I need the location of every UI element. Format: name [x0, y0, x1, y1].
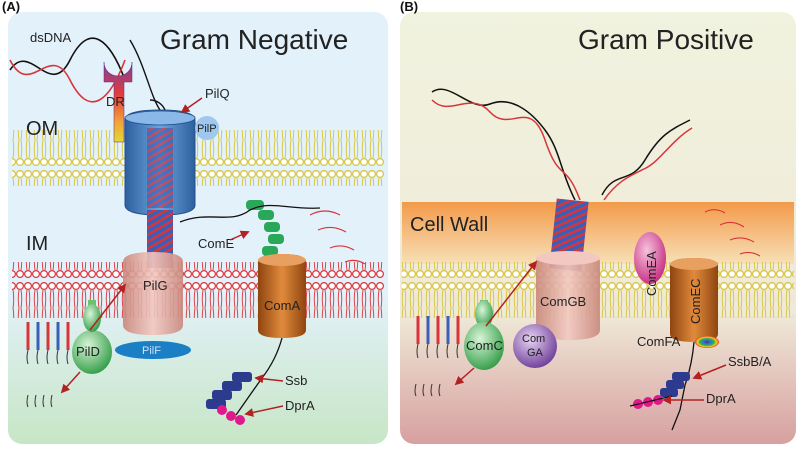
comec-channel — [670, 258, 718, 342]
dr-label: DR — [106, 94, 125, 109]
pilp-protein — [195, 116, 219, 140]
dpra-arrow-a — [244, 405, 284, 417]
pilf-protein — [115, 341, 191, 359]
pilin-subunits-b — [416, 316, 460, 344]
ssbba-arrow — [692, 364, 727, 380]
cell-wall-label: Cell Wall — [410, 214, 488, 236]
pilin-subunits-a — [26, 322, 70, 350]
dsdna-strand-2 — [9, 59, 126, 103]
pilg-label: PilG — [143, 278, 168, 293]
comea-label: ComEA — [644, 251, 659, 296]
panel-b-title: Gram Positive — [578, 24, 754, 55]
comfa-protein — [695, 336, 719, 348]
pilin-tails-a — [26, 349, 69, 408]
coma-channel — [258, 254, 306, 338]
ssdna-fragments-a — [309, 210, 366, 265]
coma-label: ComA — [264, 298, 300, 313]
dsdna-label: dsDNA — [30, 30, 72, 45]
come-label: ComE — [198, 236, 234, 251]
pilq-top — [124, 110, 196, 126]
panel-b-letter: (B) — [400, 0, 418, 14]
pild-head — [83, 304, 101, 332]
dr-receptor — [103, 61, 133, 143]
dsdna-strand-1 — [9, 37, 126, 81]
pild-arrow-out — [89, 283, 127, 331]
comgb-top — [536, 251, 600, 265]
pilin-tails-b — [414, 343, 459, 397]
come-arrow — [229, 230, 250, 241]
dsdna-b-2 — [431, 99, 581, 201]
inner-membrane — [12, 262, 384, 318]
comgb-protein — [536, 252, 600, 340]
pild-protein — [72, 330, 112, 374]
comec-top — [670, 258, 718, 270]
dsdna-b-4 — [603, 127, 693, 201]
dpra-label-b: DprA — [706, 391, 736, 406]
pild-label: PilD — [76, 344, 100, 359]
comc-protein — [464, 322, 504, 370]
comga-protein — [513, 324, 557, 368]
pild-arrow-down — [60, 371, 81, 394]
comc-label: ComC — [466, 338, 503, 353]
comga-label-2: GA — [527, 347, 544, 359]
panel-a-title: Gram Negative — [160, 24, 348, 55]
comec-label: ComEC — [688, 278, 703, 324]
comc-arrow-out — [485, 260, 538, 327]
pilg-protein — [123, 252, 183, 335]
comfa-label: ComFA — [637, 334, 681, 349]
dsdna-b-3 — [601, 119, 691, 196]
pilq-label: PilQ — [205, 86, 230, 101]
come-protein — [246, 200, 284, 256]
coma-top — [258, 254, 306, 266]
panel-b: (B) Gram Positive Cell Wall ComGB Com GA… — [400, 0, 796, 444]
panel-a: (A) Gram Negative OM IM dsDNA DR PilQ Pi… — [2, 0, 388, 444]
pilq-pilus — [147, 128, 173, 208]
come-dna — [179, 204, 321, 223]
comc-arrow-down — [454, 367, 475, 386]
comgb-label: ComGB — [540, 294, 586, 309]
dsdna-b-1 — [431, 88, 576, 201]
ssb-label: Ssb — [285, 373, 307, 388]
ssdna-fragments-b — [704, 209, 761, 257]
im-label: IM — [26, 233, 48, 255]
ssb-protein — [206, 372, 252, 409]
dpra-label-a: DprA — [285, 398, 315, 413]
ssbba-protein — [660, 372, 690, 397]
pilp-label: PilP — [197, 123, 217, 135]
comga-label-1: Com — [522, 333, 545, 345]
comc-head — [475, 300, 493, 328]
outer-membrane — [12, 130, 384, 186]
om-label: OM — [26, 118, 58, 140]
comea-protein — [634, 232, 666, 284]
pilf-label: PilF — [142, 345, 161, 357]
ssb-arrow — [254, 374, 284, 384]
panel-a-letter: (A) — [2, 0, 20, 14]
pilq-arrow — [180, 97, 203, 114]
ssdna-into-cell-b — [671, 341, 695, 431]
dpra-protein-a — [217, 405, 245, 425]
cell-wall — [402, 202, 794, 264]
ssbba-label: SsbB/A — [728, 354, 772, 369]
